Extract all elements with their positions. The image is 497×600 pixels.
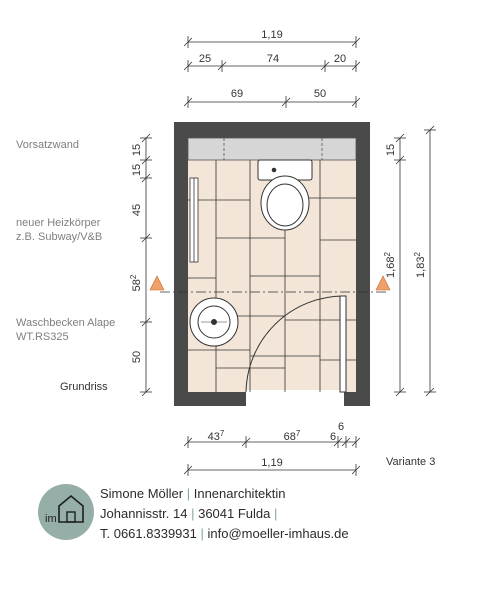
footer-email[interactable]: info@moeller-imhaus.de — [207, 526, 349, 541]
dim-bottom-total: 1,19 — [261, 457, 282, 469]
label-heizkoerper-2: z.B. Subway/V&B — [16, 231, 102, 243]
label-heizkoerper-1: neuer Heizkörper — [16, 217, 101, 229]
label-vorsatzwand: Vorsatzwand — [16, 139, 79, 151]
footer-title: Innenarchitektin — [193, 486, 286, 501]
label-waschbecken-2: WT.RS325 — [16, 331, 69, 343]
door-swing — [245, 295, 347, 393]
footer-line-3: T. 0661.8339931 | info@moeller-imhaus.de — [100, 526, 349, 541]
dim-left-15b: 15 — [131, 164, 143, 176]
footer-name: Simone Möller — [100, 486, 184, 501]
footer-street: Johannisstr. 14 — [100, 506, 188, 521]
section-line — [149, 275, 391, 293]
right-dimensions — [394, 125, 436, 397]
dim-left-58: 582 — [129, 274, 143, 291]
section-marker-right — [375, 275, 391, 291]
dim-top-total: 1,19 — [261, 29, 282, 41]
dim-right-168: 1,682 — [383, 252, 397, 278]
label-grundriss: Grundriss — [60, 381, 108, 393]
top-dimensions — [183, 36, 361, 108]
label-waschbecken-1: Waschbecken Alape — [16, 317, 115, 329]
dim-top-split-2: 50 — [314, 88, 326, 100]
radiator-icon — [189, 177, 199, 263]
dim-top-split-1: 69 — [231, 88, 243, 100]
dim-bottom-43: 437 — [208, 429, 225, 443]
company-logo: im — [38, 484, 94, 540]
footer-line-1: Simone Möller | Innenarchitektin — [100, 486, 286, 501]
vorsatzwand-block — [187, 137, 357, 161]
dim-top-seg-1: 25 — [199, 53, 211, 65]
washbasin-icon — [189, 297, 239, 347]
dim-left-50: 50 — [131, 351, 143, 363]
dim-bottom-6a: 6 — [330, 431, 336, 443]
section-marker-left — [149, 275, 165, 291]
bottom-dimensions — [183, 436, 361, 476]
logo-text: im — [45, 513, 57, 525]
dim-top-seg-3: 20 — [334, 53, 346, 65]
variant-label: Variante 3 — [386, 456, 436, 468]
dim-left-45: 45 — [131, 204, 143, 216]
footer-phone: T. 0661.8339931 — [100, 526, 197, 541]
toilet-icon — [257, 159, 313, 231]
dim-right-15: 15 — [385, 144, 397, 156]
dim-bottom-68: 687 — [284, 429, 301, 443]
footer-city: 36041 Fulda — [198, 506, 271, 521]
dim-bottom-6b: 6 — [338, 421, 344, 433]
dim-left-15a: 15 — [131, 144, 143, 156]
house-icon — [58, 494, 84, 523]
dim-top-seg-2: 74 — [267, 53, 279, 65]
footer-line-2: Johannisstr. 14 | 36041 Fulda | — [100, 506, 278, 521]
left-dimensions — [140, 133, 152, 397]
dim-right-183: 1,832 — [413, 252, 427, 278]
